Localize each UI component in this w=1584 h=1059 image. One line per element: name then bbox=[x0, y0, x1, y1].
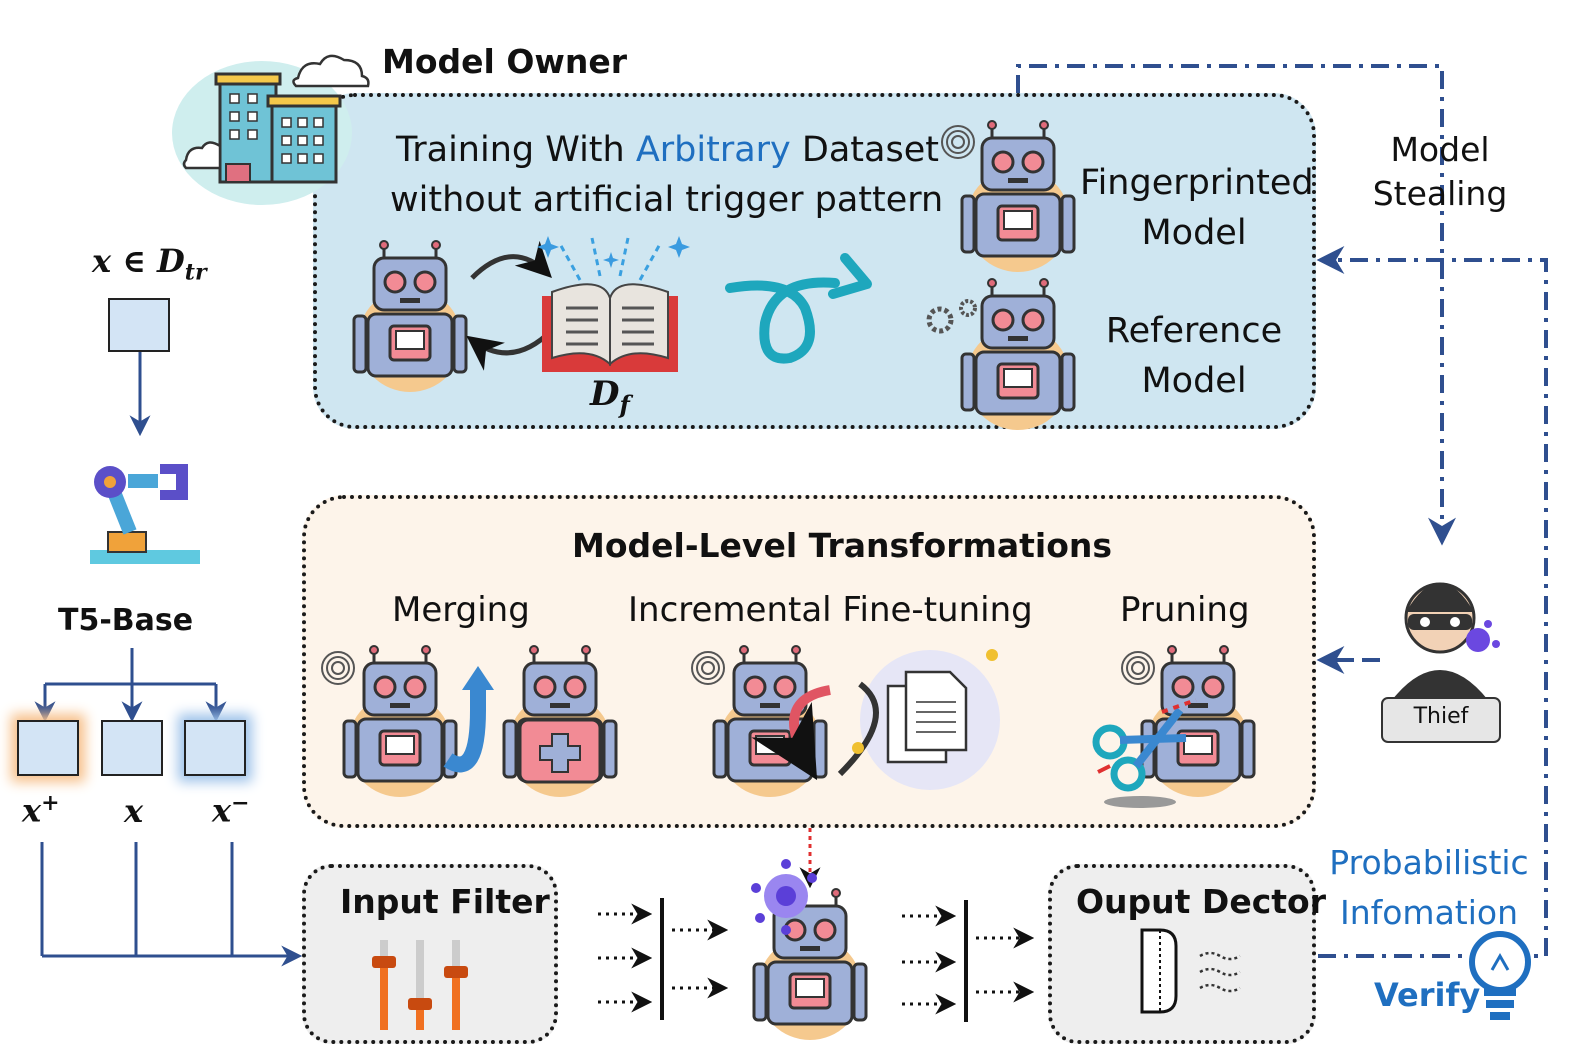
arbitrary-accent: Arbitrary bbox=[635, 130, 791, 170]
input-sample-box bbox=[108, 298, 170, 352]
scissors-icon bbox=[1092, 698, 1197, 808]
x-plus-sup: + bbox=[41, 790, 60, 816]
thief-label: Thief bbox=[1413, 704, 1469, 729]
training-set-subscript: tr bbox=[184, 259, 207, 286]
fingerprint-icon bbox=[941, 125, 975, 159]
finetune-robot-icon bbox=[712, 644, 828, 799]
pruning-label: Pruning bbox=[1120, 590, 1250, 630]
training-set-text: x ∈ D bbox=[92, 242, 185, 280]
speaker-icon bbox=[1140, 928, 1241, 1014]
lightbulb-icon bbox=[1469, 931, 1531, 1020]
slider-icons bbox=[372, 940, 468, 1030]
reference-line-2: Model bbox=[1141, 361, 1247, 401]
thief-icon bbox=[1381, 582, 1501, 743]
fingerprinted-line-1: Fingerprinted bbox=[1080, 163, 1314, 203]
virus-icon bbox=[751, 859, 817, 935]
fingerprinted-model-label: Fingerprinted Model bbox=[1080, 158, 1314, 258]
verify-label: Verify bbox=[1374, 976, 1481, 1014]
positive-sample-box bbox=[17, 720, 79, 776]
x-label: x bbox=[124, 792, 144, 830]
input-filter-panel bbox=[302, 864, 558, 1044]
model-owner-panel bbox=[313, 93, 1316, 429]
fingerprint-icon bbox=[1121, 651, 1155, 685]
training-text-post: Dataset bbox=[790, 130, 939, 170]
gear-icon bbox=[926, 299, 977, 334]
x-minus-sup: − bbox=[231, 790, 250, 816]
building-icon bbox=[172, 54, 370, 205]
flow-arrows-left bbox=[598, 898, 729, 1020]
prob-line-1: Probabilistic bbox=[1329, 843, 1529, 882]
fingerprinted-line-2: Model bbox=[1141, 213, 1247, 253]
dataset-label: Df bbox=[590, 374, 630, 419]
stealing-line-2: Stealing bbox=[1372, 174, 1508, 213]
reference-line-1: Reference bbox=[1105, 311, 1283, 351]
training-robot-icon bbox=[352, 239, 468, 394]
flow-arrows-right bbox=[902, 900, 1035, 1022]
training-line-2: without artificial trigger pattern bbox=[390, 180, 944, 220]
reference-robot-icon bbox=[960, 277, 1076, 432]
stealing-line-1: Model bbox=[1390, 130, 1490, 169]
pruning-robot-icon bbox=[1140, 644, 1256, 799]
merging-robot-left-icon bbox=[342, 644, 458, 799]
x-plus-label: x+ bbox=[22, 790, 60, 830]
book-icon bbox=[537, 236, 690, 372]
transformations-title: Model-Level Transformations bbox=[572, 526, 1113, 565]
merging-label: Merging bbox=[392, 590, 530, 630]
incremental-label: Incremental Fine-tuning bbox=[628, 590, 1033, 630]
robot-arm-icon bbox=[90, 464, 200, 564]
dataset-symbol: D bbox=[590, 374, 620, 414]
dataset-subscript: f bbox=[619, 389, 630, 419]
reference-model-label: Reference Model bbox=[1096, 306, 1292, 406]
training-text-pre: Training With bbox=[396, 130, 636, 170]
x-minus-text: x bbox=[212, 791, 232, 830]
prob-line-2: Infomation bbox=[1339, 893, 1519, 932]
input-filter-label: Input Filter bbox=[340, 882, 550, 921]
training-cycle-icon bbox=[466, 240, 554, 371]
model-owner-title: Model Owner bbox=[382, 42, 628, 81]
x-minus-label: x− bbox=[212, 790, 250, 830]
fingerprinted-robot-icon bbox=[960, 119, 1076, 274]
output-detector-panel bbox=[1048, 864, 1316, 1044]
fingerprint-icon bbox=[691, 651, 725, 685]
x-plus-text: x bbox=[22, 791, 42, 830]
documents-icon bbox=[886, 670, 968, 764]
fingerprint-icon bbox=[321, 651, 355, 685]
transform-swirl-icon bbox=[725, 277, 840, 364]
model-stealing-label: Model Stealing bbox=[1350, 128, 1530, 216]
t5-base-label: T5-Base bbox=[58, 603, 194, 638]
training-line-1: Training With Arbitrary Dataset bbox=[396, 130, 939, 170]
negative-sample-box bbox=[184, 720, 246, 776]
output-detector-label: Ouput Dector bbox=[1076, 882, 1326, 921]
training-set-label: x ∈ Dtr bbox=[92, 242, 207, 285]
original-sample-box bbox=[101, 720, 163, 776]
probabilistic-info-label: Probabilistic Infomation bbox=[1326, 838, 1532, 938]
